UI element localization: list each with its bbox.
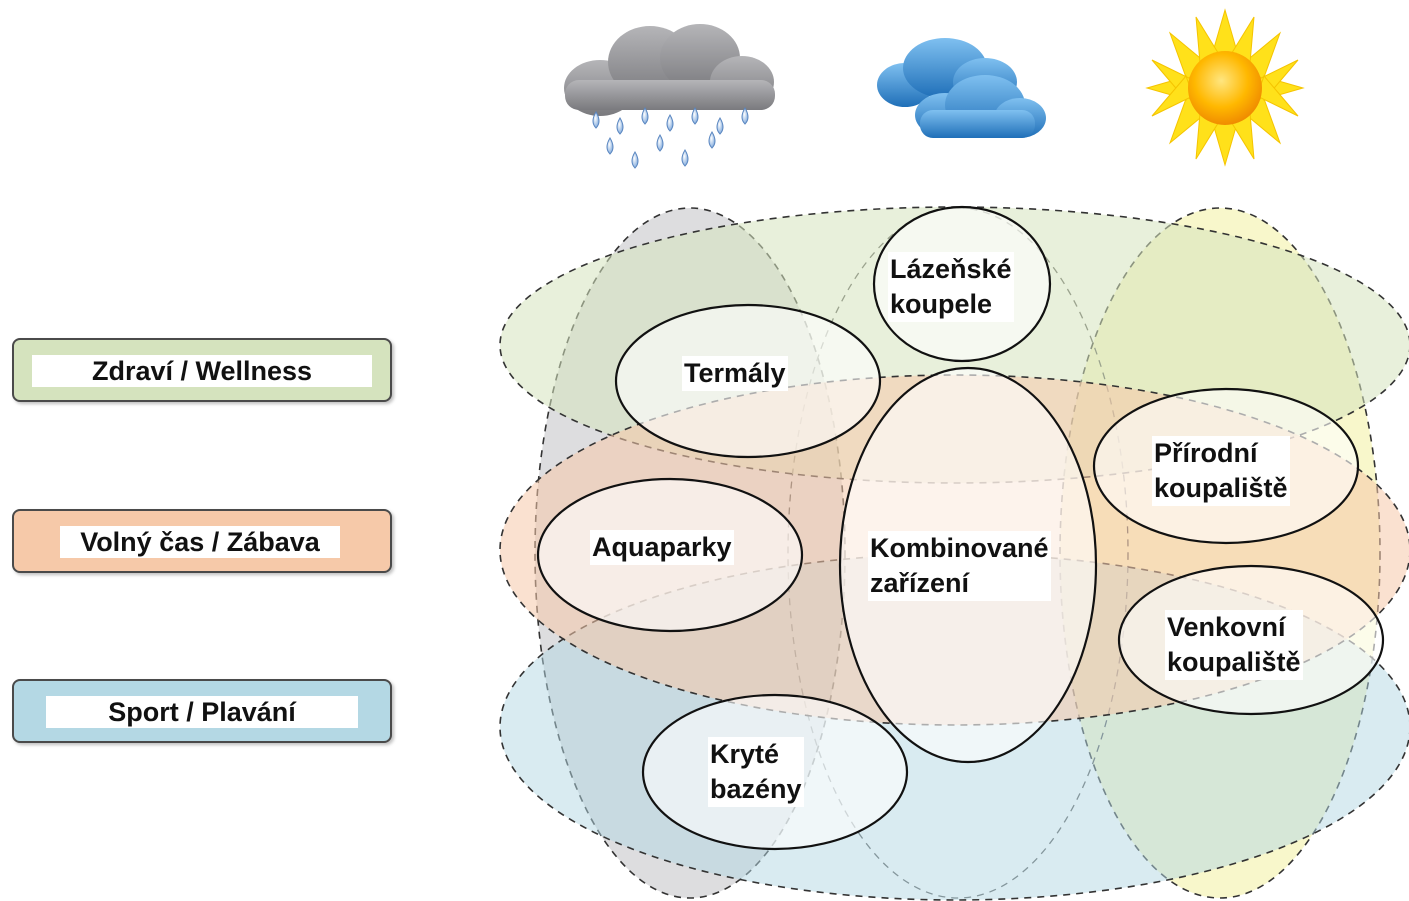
legend-sport-label: Sport / Plavání — [46, 696, 358, 728]
aquapark-label: Aquaparky — [590, 530, 734, 565]
sun-icon — [1145, 8, 1305, 167]
rain-cloud-icon — [564, 24, 775, 169]
legend-leisure-label: Volný čas / Zábava — [60, 526, 340, 558]
natural-label: Přírodní koupaliště — [1152, 436, 1290, 506]
cloud-icon — [877, 38, 1046, 138]
legend-health-wellness: Zdraví / Wellness — [12, 338, 392, 402]
legend-sport-swimming: Sport / Plavání — [12, 679, 392, 743]
spa-label: Lázeňské koupele — [888, 252, 1014, 322]
legend-health-label: Zdraví / Wellness — [32, 355, 372, 387]
combined-label: Kombinované zařízení — [868, 531, 1051, 601]
indoor-label: Kryté bazény — [708, 737, 804, 807]
legend-leisure-fun: Volný čas / Zábava — [12, 509, 392, 573]
outdoor-label: Venkovní koupaliště — [1165, 610, 1303, 680]
thermal-label: Termály — [682, 356, 788, 391]
